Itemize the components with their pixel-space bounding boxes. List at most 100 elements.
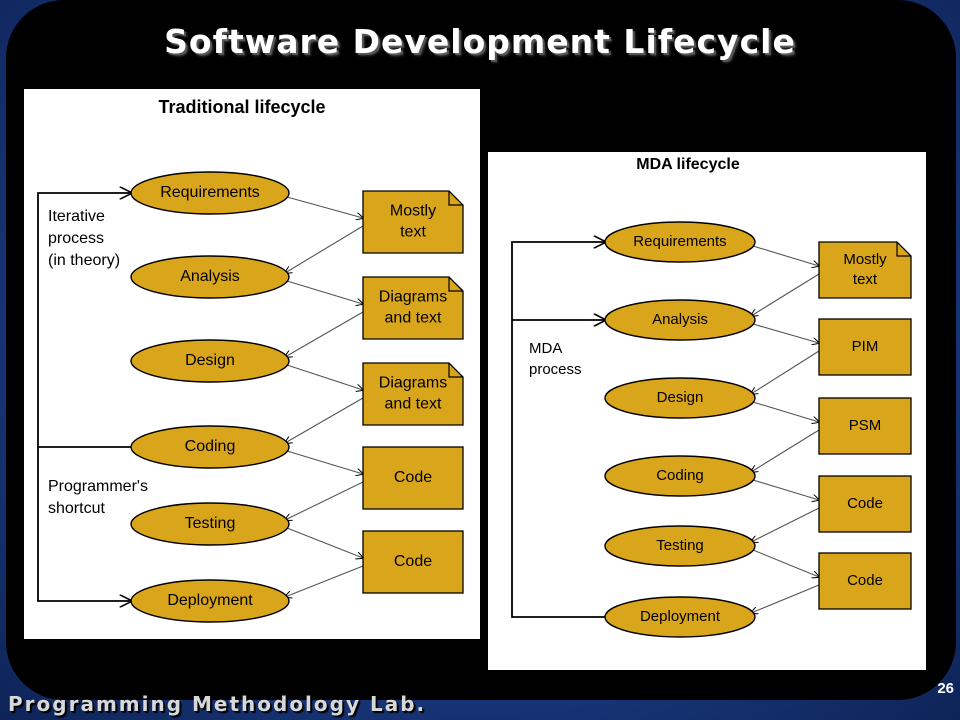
- artifact-4: Code: [362, 446, 464, 510]
- artifact-5: Code: [362, 530, 464, 594]
- artifact-label: Code: [394, 469, 432, 486]
- flow-connector: [285, 311, 364, 357]
- note-shape: [362, 276, 464, 340]
- flow-connector: [286, 527, 363, 558]
- flow-connector: [285, 565, 364, 597]
- artifact-label: Diagrams: [379, 289, 447, 306]
- phase-ellipse: [604, 455, 756, 497]
- phase-testing: Testing: [130, 502, 290, 546]
- phase-ellipse: [130, 579, 290, 623]
- phase-ellipse: [130, 502, 290, 546]
- phase-ellipse: [604, 299, 756, 341]
- phase-ellipse: [604, 596, 756, 638]
- mda-loop-arrow: [511, 242, 605, 618]
- mda-phase-deployment: Deployment: [604, 596, 756, 638]
- phase-ellipse: [604, 221, 756, 263]
- phase-label: Coding: [656, 467, 704, 484]
- mda-lifecycle-svg: MDA lifecycleRequirementsAnalysisDesignC…: [511, 156, 912, 638]
- mda-phase-analysis: Analysis: [604, 299, 756, 341]
- artifact-label: text: [853, 271, 878, 288]
- phase-label: Design: [657, 389, 704, 406]
- phase-label: Deployment: [640, 608, 721, 625]
- note-fold: [448, 191, 463, 206]
- phase-ellipse: [130, 425, 290, 469]
- phase-label: Design: [185, 352, 235, 369]
- artifact-label: Code: [847, 572, 883, 589]
- mda-phase-testing: Testing: [604, 525, 756, 567]
- artifact-1: Mostly text: [362, 190, 464, 254]
- note-shape: [818, 241, 912, 299]
- flow-connector: [286, 364, 363, 390]
- phase-label: Requirements: [633, 233, 726, 250]
- iterative-label: process: [48, 230, 104, 247]
- artifact-label: Code: [847, 495, 883, 512]
- phase-label: Analysis: [180, 268, 240, 285]
- box-shape: [818, 318, 912, 376]
- mda-artifact-2: PIM: [818, 318, 912, 376]
- flow-connector: [752, 401, 819, 422]
- mda-phase-requirements: Requirements: [604, 221, 756, 263]
- shortcut-label: Programmer's: [48, 478, 148, 495]
- flow-connector: [285, 397, 364, 443]
- lab-name-footer: Programming Methodology Lab.: [8, 692, 427, 716]
- mda-artifact-5: Code: [818, 552, 912, 610]
- artifact-label: Mostly: [390, 203, 436, 220]
- phase-ellipse: [130, 171, 290, 215]
- box-shape: [362, 446, 464, 510]
- phase-design: Design: [130, 339, 290, 383]
- box-shape: [818, 397, 912, 455]
- traditional-lifecycle-svg: Traditional lifecycleRequirementsAnalysi…: [37, 97, 464, 623]
- flow-connector: [751, 273, 820, 316]
- flow-connector: [286, 196, 363, 218]
- phase-deployment: Deployment: [130, 579, 290, 623]
- flow-connector: [286, 450, 363, 474]
- box-shape: [818, 475, 912, 533]
- flow-connector: [751, 429, 820, 472]
- iterative-label: (in theory): [48, 252, 120, 269]
- mda-artifact-1: Mostly text: [818, 241, 912, 299]
- mda-process-label: MDA: [529, 340, 562, 357]
- phase-label: Coding: [185, 438, 236, 455]
- flow-connector: [751, 350, 820, 394]
- phase-requirements: Requirements: [130, 171, 290, 215]
- mda-artifact-3: PSM: [818, 397, 912, 455]
- flow-connector: [752, 479, 819, 500]
- phase-ellipse: [130, 339, 290, 383]
- phase-label: Testing: [656, 537, 704, 554]
- note-shape: [362, 362, 464, 426]
- phase-label: Deployment: [167, 592, 253, 609]
- flow-connector: [751, 584, 820, 613]
- flow-connector: [752, 323, 819, 343]
- phase-ellipse: [130, 255, 290, 299]
- artifact-label: text: [400, 224, 426, 241]
- artifact-label: Mostly: [843, 251, 887, 268]
- box-shape: [362, 530, 464, 594]
- mda-phase-design: Design: [604, 377, 756, 419]
- iterative-label: Iterative: [48, 208, 105, 225]
- note-fold: [448, 363, 463, 378]
- artifact-2: Diagrams and text: [362, 276, 464, 340]
- phase-ellipse: [604, 377, 756, 419]
- shortcut-label: shortcut: [48, 500, 105, 517]
- flow-connector: [751, 507, 820, 542]
- traditional-title: Traditional lifecycle: [158, 97, 325, 117]
- phase-label: Analysis: [652, 311, 708, 328]
- phase-label: Testing: [185, 515, 236, 532]
- artifact-label: Diagrams: [379, 375, 447, 392]
- phase-ellipse: [604, 525, 756, 567]
- mda-artifact-4: Code: [818, 475, 912, 533]
- mda-process-label: process: [529, 361, 582, 378]
- phase-coding: Coding: [130, 425, 290, 469]
- note-fold: [896, 242, 911, 257]
- artifact-label: and text: [385, 310, 442, 327]
- phase-analysis: Analysis: [130, 255, 290, 299]
- mda-phase-coding: Coding: [604, 455, 756, 497]
- box-shape: [818, 552, 912, 610]
- artifact-label: Code: [394, 553, 432, 570]
- shortcut-arrow: [37, 446, 131, 601]
- iterative-loop-arrow: [37, 193, 131, 447]
- mda-title: MDA lifecycle: [636, 156, 740, 173]
- artifact-label: PIM: [852, 338, 879, 355]
